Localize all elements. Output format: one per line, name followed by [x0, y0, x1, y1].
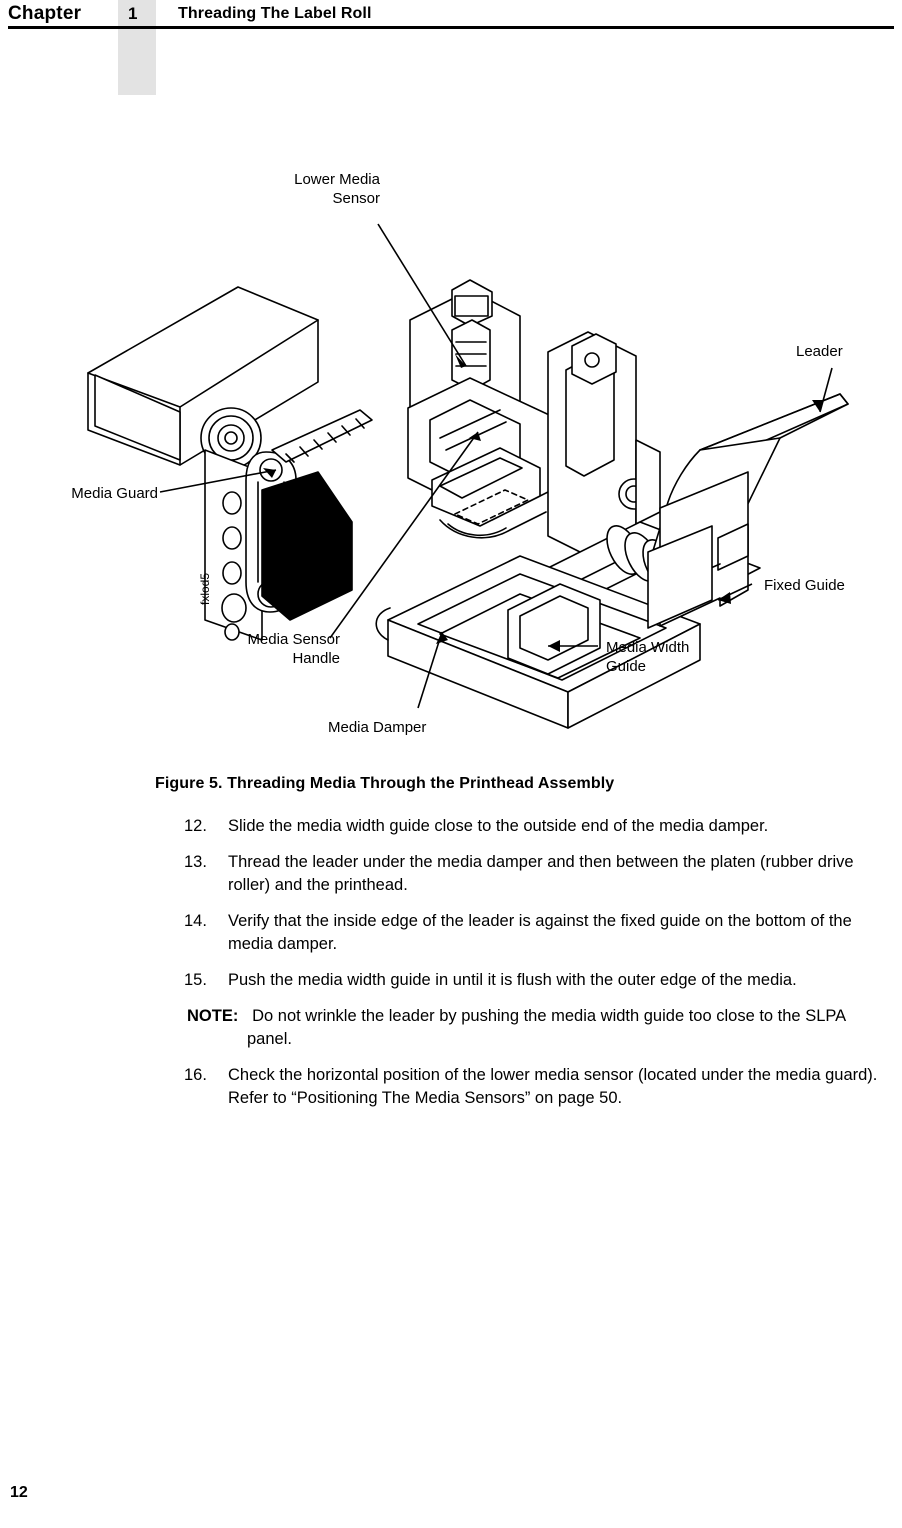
- arrowhead-media-width-guide: [548, 640, 560, 652]
- leader-line-media-damper: [417, 631, 443, 709]
- page-title: Threading The Label Roll: [178, 5, 372, 22]
- note-block: NOTE: Do not wrinkle the leader by pushi…: [0, 1005, 902, 1051]
- callout-media-sensor-handle: Media Sensor Handle: [247, 631, 340, 667]
- step-number: 16.: [184, 1066, 207, 1084]
- callout-lower-media-sensor: Lower Media Sensor: [294, 171, 380, 207]
- list-item: 16. Check the horizontal position of the…: [0, 1064, 902, 1110]
- arrowhead-lower-media-sensor: [455, 354, 466, 368]
- leader-line-media-guard: [159, 469, 277, 493]
- arrowhead-media-guard: [263, 468, 276, 478]
- arrowhead-fixed-guide: [718, 592, 731, 604]
- chapter-number: 1: [128, 4, 138, 23]
- step-text: Check the horizontal position of the low…: [228, 1066, 878, 1107]
- list-item: 15. Push the media width guide in until …: [0, 969, 902, 992]
- step-number: 14.: [184, 912, 207, 930]
- chapter-label: Chapter: [8, 3, 82, 24]
- leader-line-lower-media-sensor: [377, 223, 467, 367]
- list-item: 12. Slide the media width guide close to…: [0, 815, 902, 838]
- callout-media-damper: Media Damper: [328, 719, 427, 736]
- list-item: 13. Thread the leader under the media da…: [0, 851, 902, 897]
- instruction-list: 12. Slide the media width guide close to…: [0, 815, 902, 1123]
- printer-assembly-line-art: [87, 223, 849, 729]
- page-number: 12: [10, 1484, 28, 1501]
- note-text: Do not wrinkle the leader by pushing the…: [247, 1007, 846, 1048]
- arrowhead-media-sensor-handle: [469, 432, 481, 441]
- callout-leader: Leader: [796, 343, 843, 360]
- step-text: Push the media width guide in until it i…: [228, 971, 797, 989]
- leader-line-media-sensor-handle: [329, 431, 479, 639]
- step-number: 15.: [184, 971, 207, 989]
- header-divider: [8, 26, 894, 29]
- step-number: 12.: [184, 817, 207, 835]
- page-header: Chapter 1 Threading The Label Roll: [0, 0, 902, 95]
- step-number: 13.: [184, 853, 207, 871]
- note-label: NOTE:: [187, 1007, 239, 1025]
- callout-media-width-guide: Media Width Guide: [606, 639, 690, 675]
- callout-fixed-guide: Fixed Guide: [764, 577, 845, 594]
- list-item: 14. Verify that the inside edge of the l…: [0, 910, 902, 956]
- figure-illustration: Lower Media Sensor Leader Media Guard Fi…: [0, 120, 902, 770]
- step-text: Thread the leader under the media damper…: [228, 853, 854, 894]
- arrowhead-leader: [812, 400, 824, 412]
- step-text: Verify that the inside edge of the leade…: [228, 912, 852, 953]
- artwork-id: fxlod5: [198, 572, 212, 605]
- step-text: Slide the media width guide close to the…: [228, 817, 769, 835]
- arrowhead-media-damper: [436, 632, 448, 644]
- chapter-number-tab: [118, 0, 156, 95]
- figure-caption: Figure 5. Threading Media Through the Pr…: [155, 775, 615, 792]
- callout-media-guard: Media Guard: [71, 485, 158, 502]
